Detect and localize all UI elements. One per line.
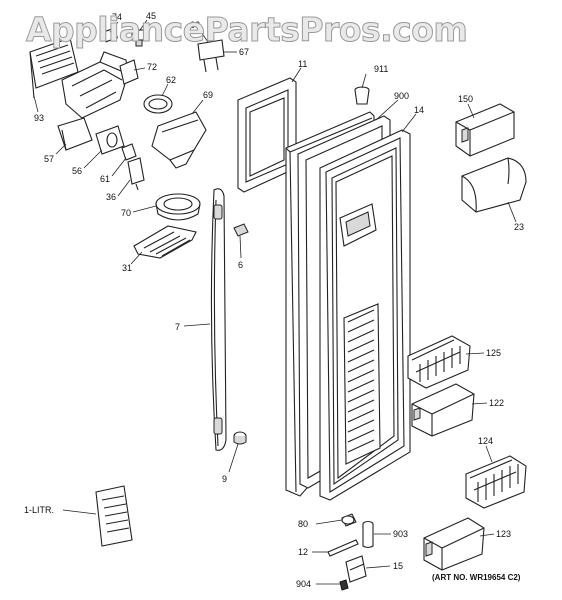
callout-72: 72	[147, 62, 157, 72]
callout-124: 124	[478, 436, 493, 446]
bin-cover-23	[461, 157, 527, 213]
callout-36: 36	[106, 192, 116, 202]
dispenser-control-assembly	[61, 51, 129, 119]
callout-15: 15	[393, 561, 403, 571]
callout-69: 69	[203, 90, 213, 100]
callout-1-litr: 1-LITR.	[24, 505, 54, 515]
cup-70	[155, 193, 201, 221]
callout-45: 45	[146, 11, 156, 21]
callout-80: 80	[298, 519, 308, 529]
callout-122: 122	[489, 398, 504, 408]
leader-lines	[33, 19, 517, 585]
callout-63: 63	[190, 20, 200, 30]
bracket-12	[327, 539, 359, 557]
hinge-15	[345, 555, 367, 583]
callout-93: 93	[34, 113, 44, 123]
callout-31: 31	[122, 263, 132, 273]
callout-911: 911	[374, 64, 388, 74]
callout-62: 62	[166, 75, 176, 85]
handle-7	[210, 188, 227, 451]
callout-14: 14	[414, 105, 424, 115]
callout-56: 56	[72, 166, 82, 176]
callout-904: 904	[296, 579, 311, 589]
callout-125: 125	[486, 348, 501, 358]
callout-11: 11	[298, 59, 307, 69]
callout-123: 123	[496, 529, 511, 539]
motor-57	[57, 117, 93, 151]
bin-150	[455, 103, 515, 157]
fitting-80	[341, 513, 357, 527]
bin-123	[423, 517, 485, 571]
solenoid-56	[95, 125, 125, 155]
callout-67: 67	[239, 47, 249, 57]
dispenser-recess	[339, 203, 377, 247]
callout-61: 61	[100, 174, 110, 184]
actuator-63-67	[197, 39, 225, 73]
bin-125	[407, 335, 471, 389]
callout-70: 70	[121, 208, 131, 218]
bin-124	[465, 455, 527, 509]
callout-23: 23	[514, 222, 524, 232]
drip-tray-31	[133, 225, 197, 259]
bin-122	[411, 383, 475, 437]
ring-62	[143, 94, 173, 114]
switch-74	[101, 27, 119, 43]
art-number: (ART NO. WR19654 C2)	[432, 573, 521, 582]
cap-911	[354, 86, 370, 105]
callout-903: 903	[393, 529, 408, 539]
callout-12: 12	[298, 547, 308, 557]
bracket-72	[119, 59, 139, 85]
callout-150: 150	[458, 94, 473, 104]
bushing-6	[233, 223, 249, 237]
watermark: AppliancePartsPros.com	[25, 10, 468, 50]
callout-57: 57	[44, 154, 54, 164]
funnel-69	[151, 111, 207, 169]
part-61	[121, 143, 137, 161]
switch-45	[131, 29, 147, 47]
callout-7: 7	[175, 322, 180, 332]
tube-903	[362, 520, 374, 549]
bushing-9	[233, 431, 247, 445]
literature-1-litr	[95, 485, 133, 547]
callout-900: 900	[394, 91, 409, 101]
callout-74: 74	[112, 12, 122, 22]
switch-36	[127, 157, 145, 191]
screw-904	[339, 579, 349, 591]
callout-9: 9	[222, 474, 227, 484]
callout-6: 6	[238, 260, 243, 270]
door-shelf-rail-column	[343, 303, 381, 465]
